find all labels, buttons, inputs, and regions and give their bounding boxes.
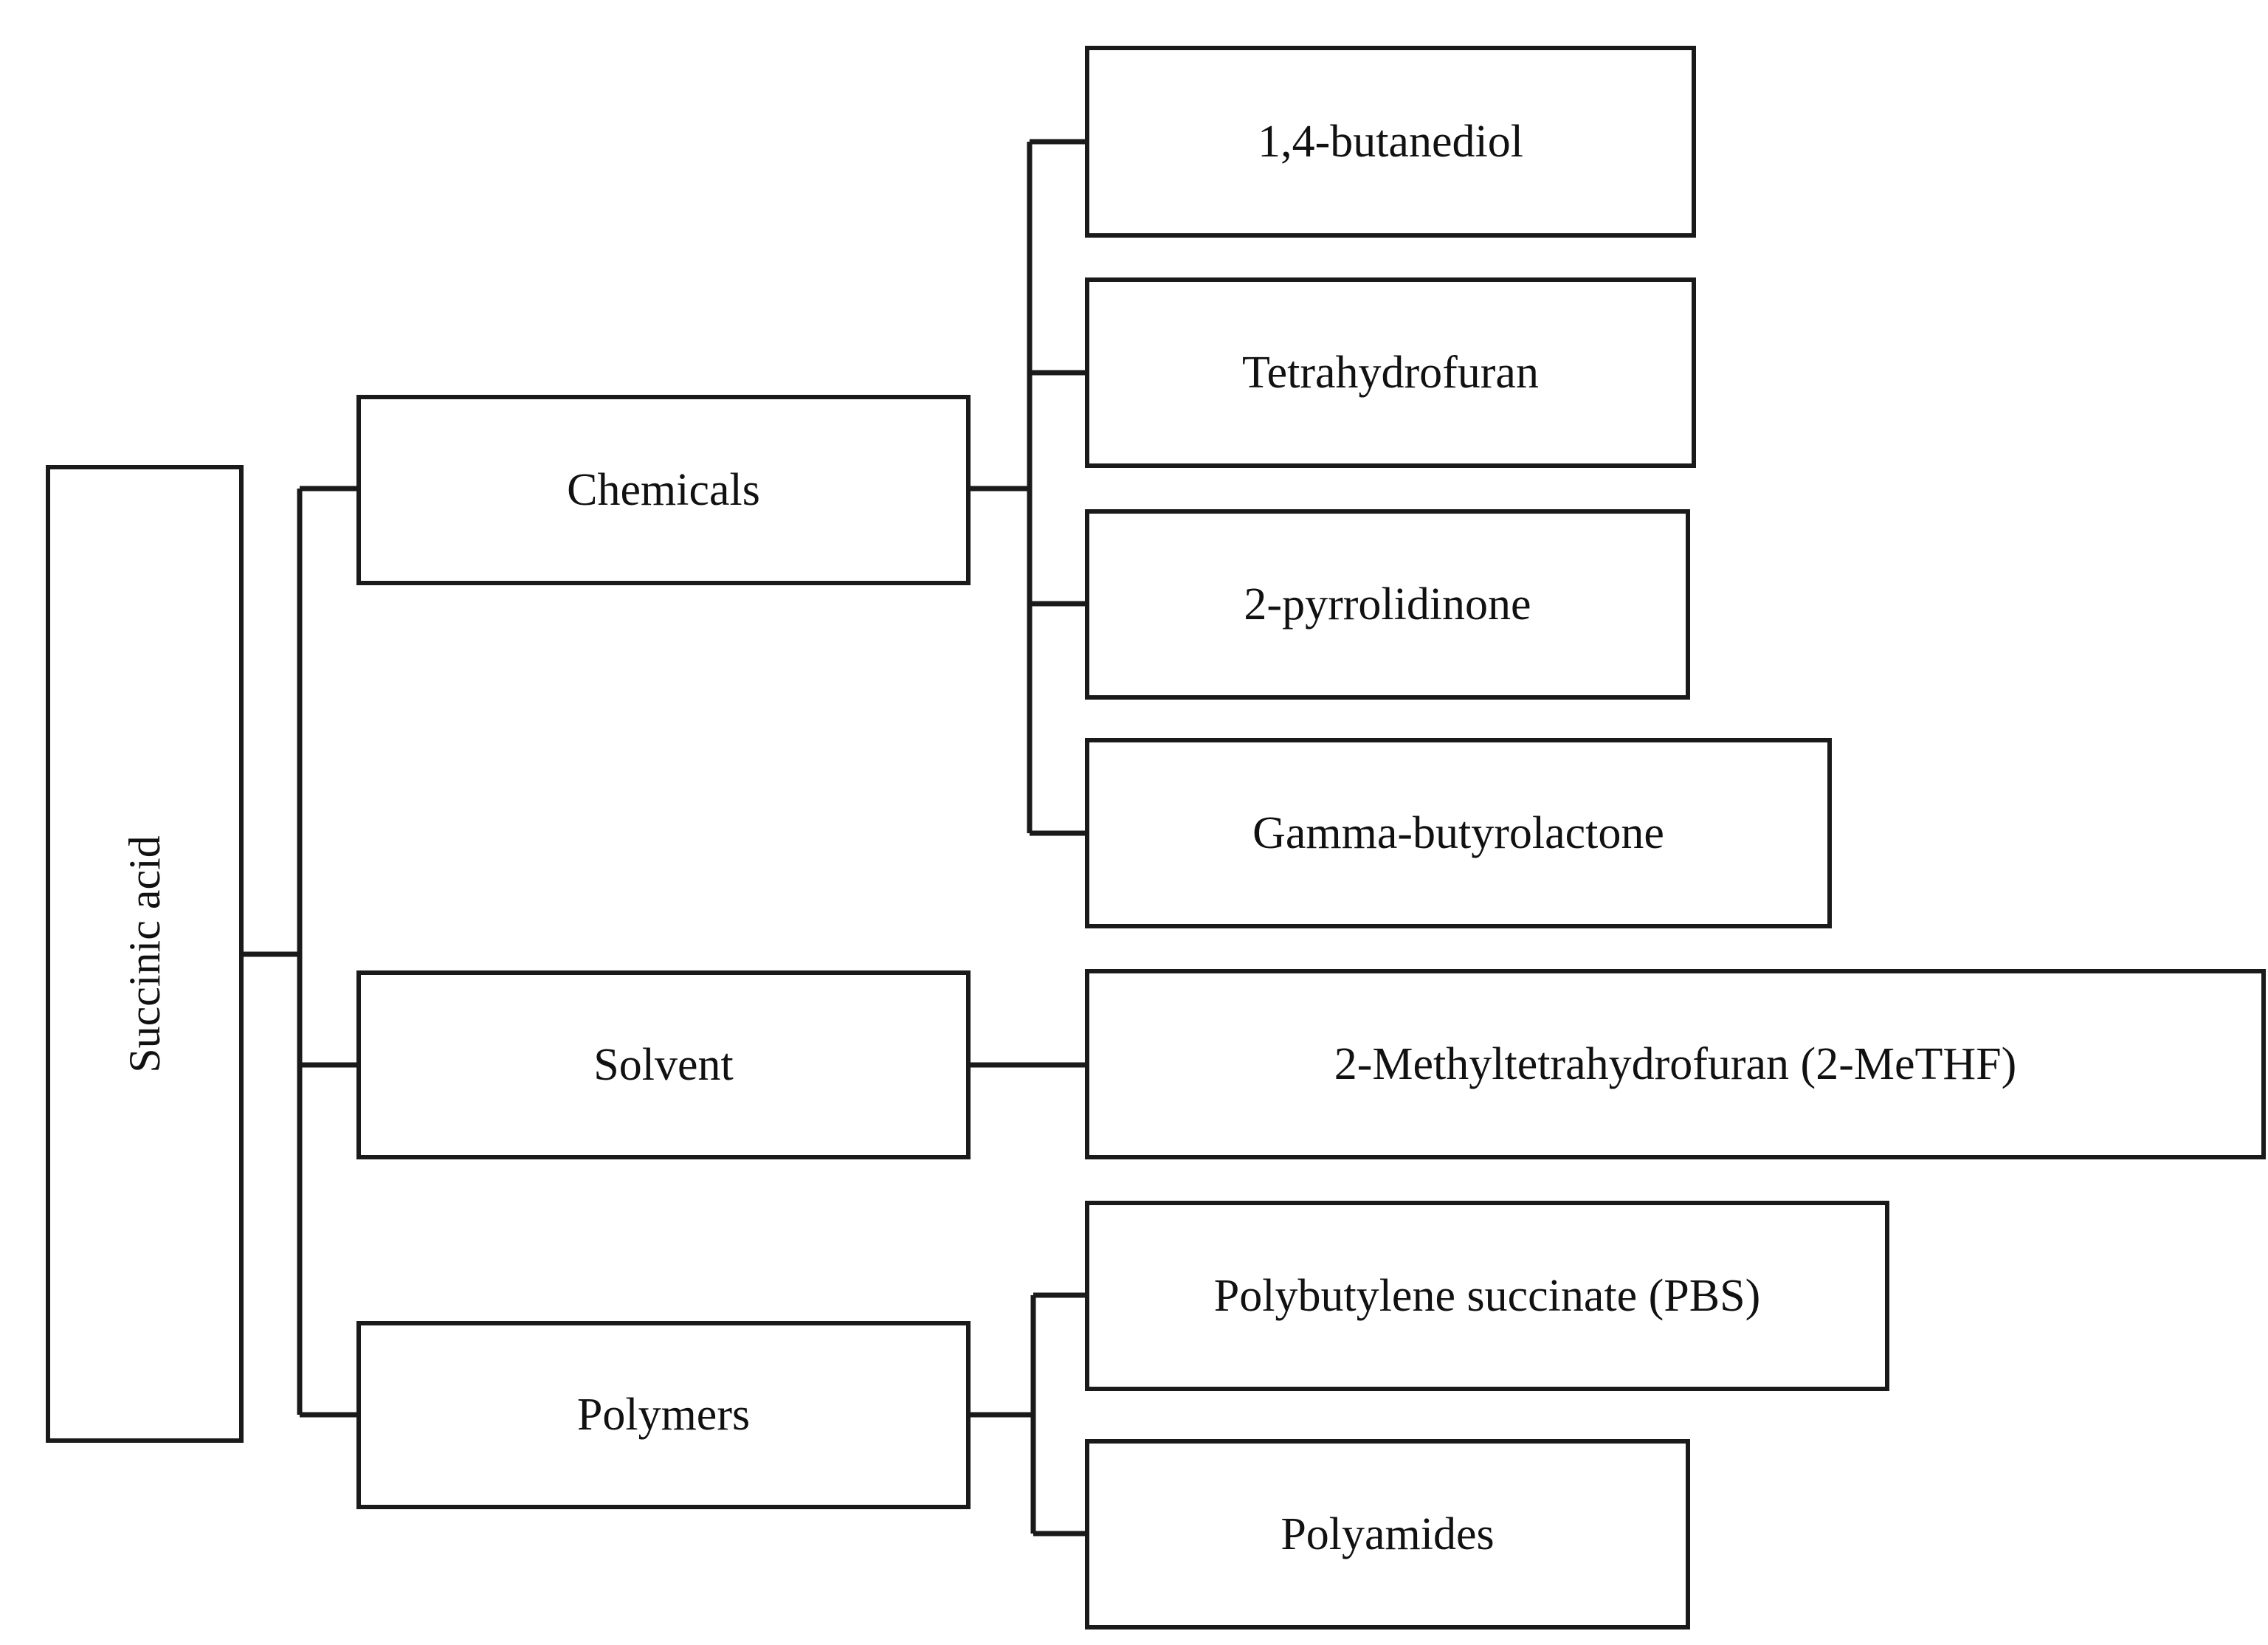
node-tetrahydrofuran[interactable]: Tetrahydrofuran bbox=[1085, 277, 1696, 468]
node-chemicals-label: Chemicals bbox=[567, 464, 760, 515]
node-solvent-label: Solvent bbox=[593, 1039, 734, 1090]
node-gamma-butyrolactone-label: Gamma-butyrolactone bbox=[1252, 807, 1664, 858]
node-2-methyltetrahydrofuran-label: 2-Methyltetrahydrofuran (2-MeTHF) bbox=[1334, 1038, 2017, 1089]
node-2-methyltetrahydrofuran[interactable]: 2-Methyltetrahydrofuran (2-MeTHF) bbox=[1085, 969, 2266, 1159]
node-1-4-butanediol[interactable]: 1,4-butanediol bbox=[1085, 46, 1696, 238]
node-polymers[interactable]: Polymers bbox=[356, 1321, 971, 1509]
node-polyamides-label: Polyamides bbox=[1281, 1508, 1495, 1559]
node-solvent[interactable]: Solvent bbox=[356, 970, 971, 1159]
node-succinic-acid-label: Succinic acid bbox=[120, 835, 170, 1073]
node-1-4-butanediol-label: 1,4-butanediol bbox=[1258, 116, 1523, 167]
node-chemicals[interactable]: Chemicals bbox=[356, 395, 971, 585]
node-2-pyrrolidinone[interactable]: 2-pyrrolidinone bbox=[1085, 509, 1690, 700]
node-2-pyrrolidinone-label: 2-pyrrolidinone bbox=[1244, 579, 1531, 630]
node-succinic-acid[interactable]: Succinic acid bbox=[46, 465, 244, 1443]
node-polymers-label: Polymers bbox=[576, 1390, 751, 1441]
node-polybutylene-succinate-label: Polybutylene succinate (PBS) bbox=[1213, 1270, 1761, 1321]
node-tetrahydrofuran-label: Tetrahydrofuran bbox=[1242, 347, 1539, 398]
node-polybutylene-succinate[interactable]: Polybutylene succinate (PBS) bbox=[1085, 1201, 1889, 1391]
node-polyamides[interactable]: Polyamides bbox=[1085, 1439, 1690, 1630]
node-gamma-butyrolactone[interactable]: Gamma-butyrolactone bbox=[1085, 738, 1832, 928]
